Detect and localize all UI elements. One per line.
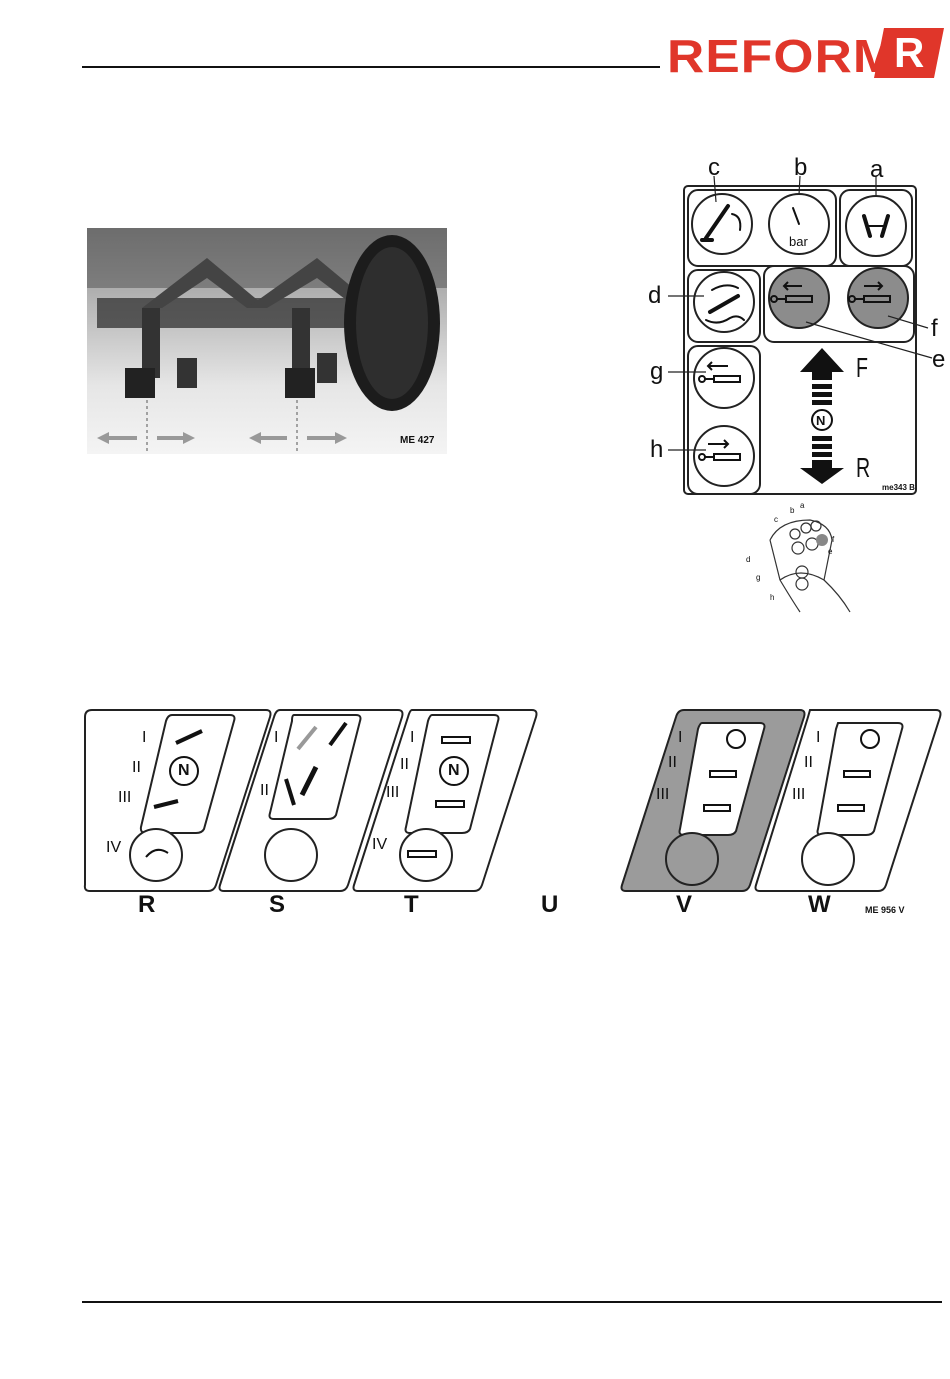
header-rule [82,66,660,68]
brand-logo-letter: R [894,32,924,74]
panel-label-d: d [648,284,661,308]
joystick-label-h: h [770,594,774,602]
panel-label-e: e [932,348,945,372]
joystick-label-b: b [790,507,794,515]
plate-t-roman-iv: IV [372,837,387,853]
plate-caption-r: R [138,893,155,917]
plate-caption-t: T [404,893,419,917]
plate-v-roman-iii: III [656,787,669,803]
plate-t-roman-i: I [410,730,414,746]
joystick-sketch: a b c d e f g h [740,500,860,615]
forward-label: F [856,352,868,384]
neutral-symbol: N [816,413,825,428]
panel-label-h: h [650,438,663,462]
joystick-label-a: a [800,502,804,510]
plate-r-roman-iv: IV [106,840,121,856]
reverse-label: R [856,452,870,484]
joystick-label-g: g [756,574,760,582]
plate-r-roman-ii: II [132,760,141,776]
panel-label-g: g [650,360,663,384]
joystick-label-e: e [828,548,832,556]
plate-v-roman-i: I [678,730,682,746]
panel-code: me343 B [882,484,915,492]
plate-r-neutral: N [178,762,190,780]
plate-r-roman-i: I [142,730,146,746]
brand-logo-mark: R [874,28,944,78]
plate-w-roman-i: I [816,730,820,746]
panel-label-c: c [708,156,720,180]
joystick-label-c: c [774,516,778,524]
switch-plates-row: I II III IV N I II I II III IV N I II II… [80,705,950,900]
plate-w-roman-iii: III [792,787,805,803]
panel-label-b: b [794,156,807,180]
plate-w-roman-ii: II [804,755,813,771]
plate-v-roman-ii: II [668,755,677,771]
plate-caption-u: U [541,893,558,917]
plate-r-roman-iii: III [118,790,131,806]
plate-caption-s: S [269,893,285,917]
panel-label-a: a [870,158,883,182]
plate-caption-w: W [808,893,831,917]
brand-wordmark: REFORM [667,33,897,79]
footer-rule [82,1301,942,1303]
control-panel-diagram: c b a d f e g h bar N F R me343 B [646,150,950,510]
photo-label: ME 427 [400,436,434,446]
gauge-unit: bar [789,234,808,249]
panel-label-f: f [931,317,938,341]
tractor-photo: ME 427 [87,228,447,454]
plates-code: ME 956 V [865,906,905,915]
plate-t-neutral: N [448,762,460,780]
plate-caption-v: V [676,893,692,917]
plate-t-roman-iii: III [386,785,399,801]
joystick-label-d: d [746,556,750,564]
joystick-label-f: f [832,536,834,544]
plate-t-roman-ii: II [400,757,409,773]
plate-s-roman-i: I [274,730,278,746]
plate-s-roman-ii: II [260,783,269,799]
